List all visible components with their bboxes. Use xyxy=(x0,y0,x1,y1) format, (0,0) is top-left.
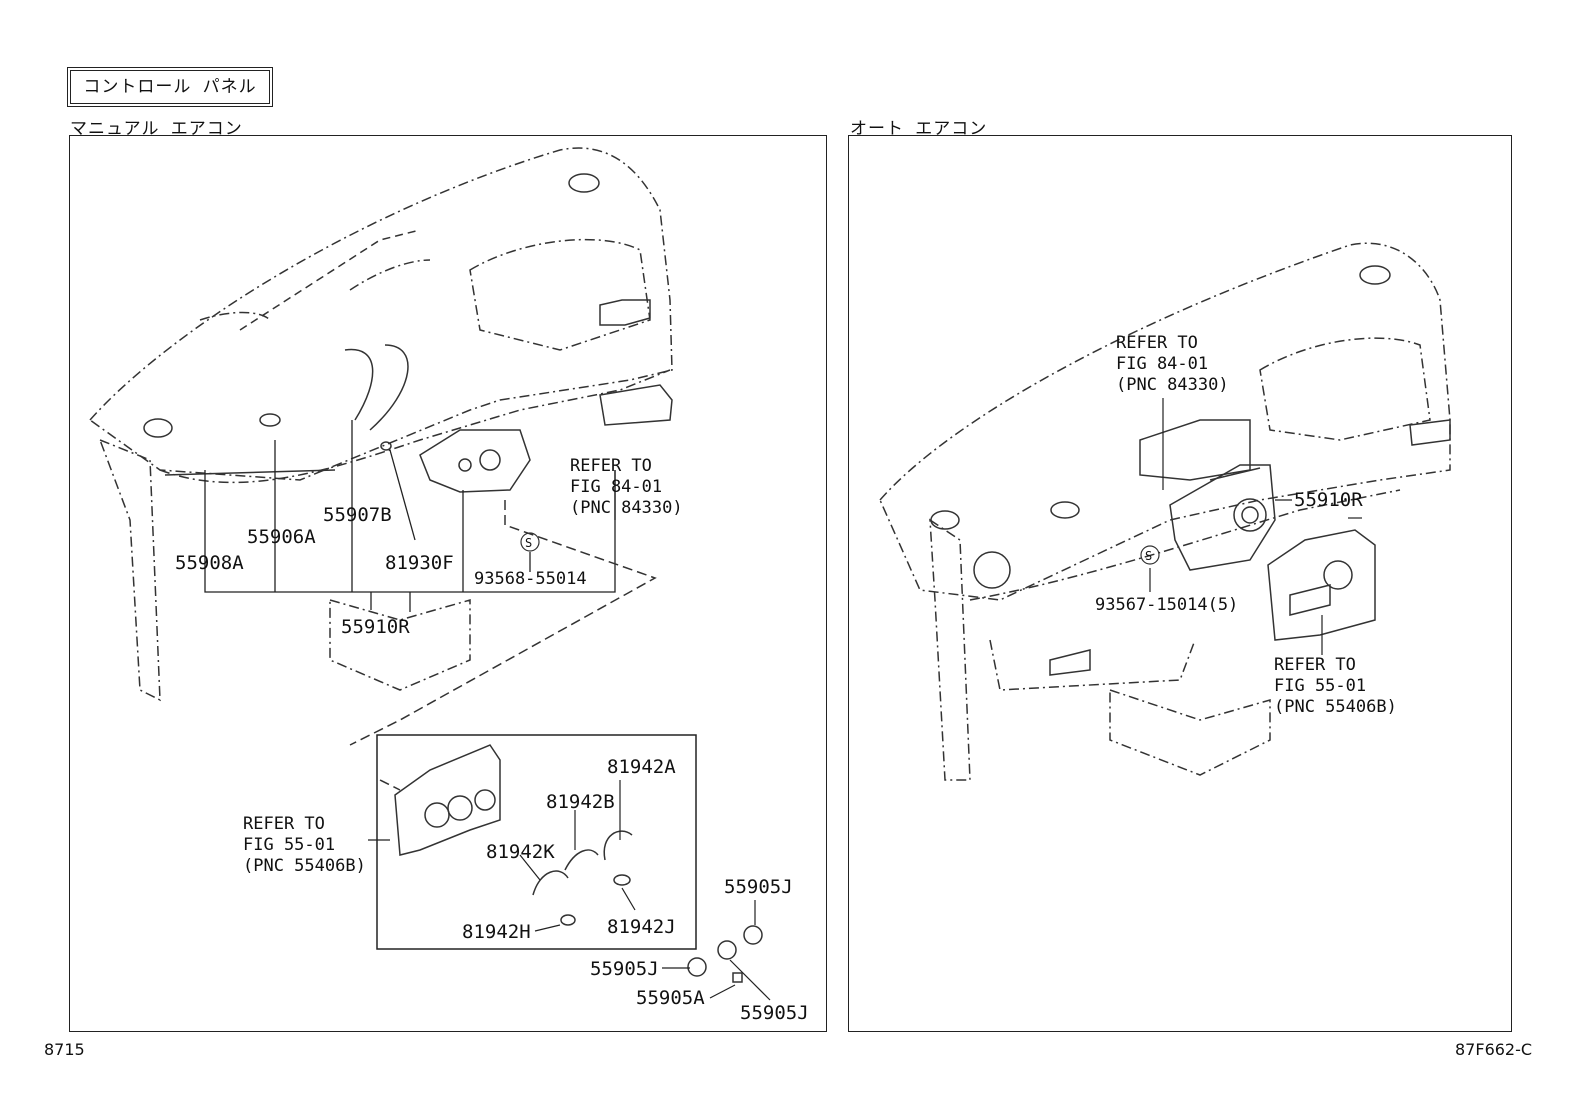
ref55-line1-left: REFER TO xyxy=(243,814,325,834)
left-detail-leaders xyxy=(368,780,771,1001)
manual-aircon-label: マニュアル エアコン xyxy=(70,119,243,139)
right-diagram-frame xyxy=(848,135,1512,1032)
part-81942A: 81942A xyxy=(607,756,676,778)
part-93568-55014: 93568-55014 xyxy=(474,569,587,589)
left-detail-box xyxy=(376,734,697,950)
ref55-line1-right: REFER TO xyxy=(1274,655,1356,675)
right-control-unit xyxy=(1169,464,1276,571)
ref55-line2-right: FIG 55-01 xyxy=(1274,676,1366,696)
left-leader-lines xyxy=(204,420,616,612)
left-diagram-frame xyxy=(69,135,827,1032)
part-55905A: 55905A xyxy=(636,987,705,1009)
part-55906A: 55906A xyxy=(247,526,316,548)
left-control-unit xyxy=(380,429,531,493)
ref55-line2-left: FIG 55-01 xyxy=(243,835,335,855)
part-55905J-mid: 55905J xyxy=(590,958,659,980)
ref55-line3-left: (PNC 55406B) xyxy=(243,856,366,876)
part-81942J: 81942J xyxy=(607,916,676,938)
ref84-line1-right: REFER TO xyxy=(1116,333,1198,353)
ref84-line1-left: REFER TO xyxy=(570,456,652,476)
right-bezel xyxy=(1267,529,1376,641)
footer-right-code: 87F662-C xyxy=(1455,1040,1533,1059)
ref55-line3-right: (PNC 55406B) xyxy=(1274,697,1397,717)
part-55908A: 55908A xyxy=(175,552,244,574)
part-81942H: 81942H xyxy=(462,921,531,943)
part-81942K: 81942K xyxy=(486,841,555,863)
part-55905J-bottom: 55905J xyxy=(740,1002,809,1024)
right-dashboard-illustration xyxy=(879,242,1451,781)
part-55905J-top: 55905J xyxy=(724,876,793,898)
left-dashboard-details xyxy=(143,173,673,476)
part-55907B: 55907B xyxy=(323,504,392,526)
screw-symbol-right: S xyxy=(1145,549,1152,563)
ref84-line3-right: (PNC 84330) xyxy=(1116,375,1229,395)
auto-aircon-label: オート エアコン xyxy=(850,119,988,139)
part-93567-15014: 93567-15014(5) xyxy=(1095,595,1238,615)
part-55910R-right: 55910R xyxy=(1294,489,1363,511)
footer-left-code: 8715 xyxy=(44,1040,85,1059)
part-81930F: 81930F xyxy=(385,552,454,574)
screw-symbol-left: S xyxy=(525,536,532,550)
ref84-line3-left: (PNC 84330) xyxy=(570,498,683,518)
part-55910R-left: 55910R xyxy=(341,616,410,638)
page-title: コントロール パネル xyxy=(67,67,273,107)
part-81942B: 81942B xyxy=(546,791,615,813)
ref84-line2-left: FIG 84-01 xyxy=(570,477,662,497)
left-knob-rings xyxy=(532,830,763,983)
left-bezel xyxy=(394,744,501,856)
right-leader-lines xyxy=(1149,398,1362,655)
left-dashboard-illustration xyxy=(88,147,673,702)
ref84-line2-right: FIG 84-01 xyxy=(1116,354,1208,374)
